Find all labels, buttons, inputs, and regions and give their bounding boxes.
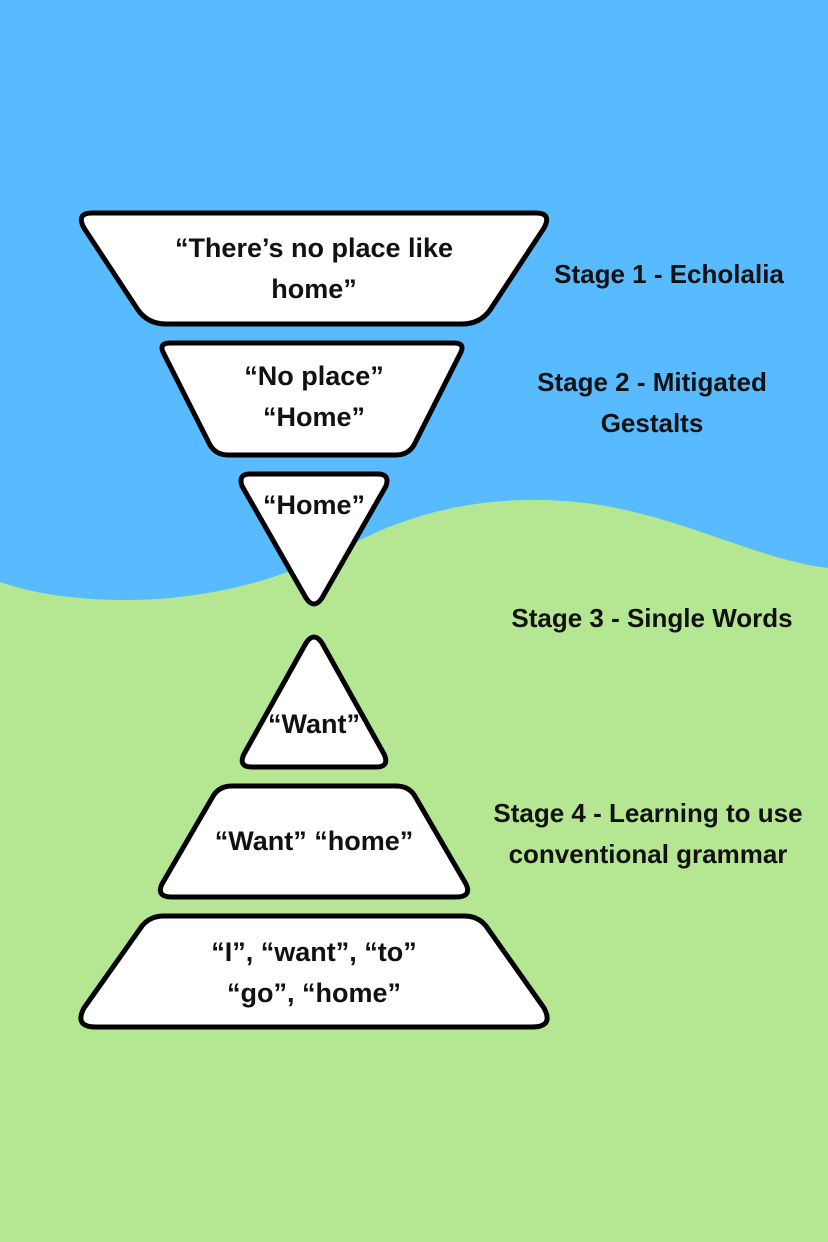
stage3-label: Stage 3 - Single Words bbox=[496, 597, 808, 639]
stage2-phrase: “No place” “Home” bbox=[164, 355, 464, 439]
phrase-line: “No place” bbox=[244, 361, 384, 391]
phrase-line: “Home” bbox=[262, 489, 365, 520]
stage-label-line: Stage 1 - Echolalia bbox=[554, 258, 784, 289]
stage4-phrase-short: “Want” “home” bbox=[164, 820, 464, 862]
stage4-wide-trapezoid bbox=[78, 913, 550, 1030]
stage3-phrase-want: “Want” bbox=[214, 703, 414, 745]
stage3-phrase-home: “Home” bbox=[214, 484, 414, 526]
phrase-line: “Want” bbox=[268, 708, 360, 739]
stage-label-line: Stage 3 - Single Words bbox=[511, 602, 793, 633]
stage3-upright-triangle bbox=[239, 634, 389, 770]
stage1-label: Stage 1 - Echolalia bbox=[538, 253, 800, 295]
stage-label-line: Stage 2 - Mitigated bbox=[537, 367, 767, 397]
phrase-line: home” bbox=[271, 274, 357, 304]
stage2-inverted-trapezoid bbox=[159, 340, 465, 458]
phrase-line: “Want” “home” bbox=[214, 825, 414, 856]
stage3-inverted-triangle bbox=[238, 471, 390, 607]
stage4-phrase-long: “I”, “want”, “to” “go”, “home” bbox=[114, 931, 514, 1015]
phrase-line: “Home” bbox=[262, 402, 365, 432]
stage1-inverted-trapezoid bbox=[78, 210, 550, 327]
phrase-line: “go”, “home” bbox=[227, 978, 401, 1008]
stage-label-line: conventional grammar bbox=[508, 839, 788, 869]
stage1-phrase: “There’s no place like home” bbox=[109, 227, 519, 311]
stage-label-line: Gestalts bbox=[600, 408, 704, 438]
stage4-upright-trapezoid bbox=[157, 783, 471, 900]
stage4-label: Stage 4 - Learning to use conventional g… bbox=[478, 792, 818, 876]
stage-label-line: Stage 4 - Learning to use bbox=[493, 798, 803, 828]
phrase-line: “I”, “want”, “to” bbox=[211, 937, 417, 967]
stage2-label: Stage 2 - Mitigated Gestalts bbox=[511, 361, 793, 445]
phrase-line: “There’s no place like bbox=[174, 233, 454, 263]
